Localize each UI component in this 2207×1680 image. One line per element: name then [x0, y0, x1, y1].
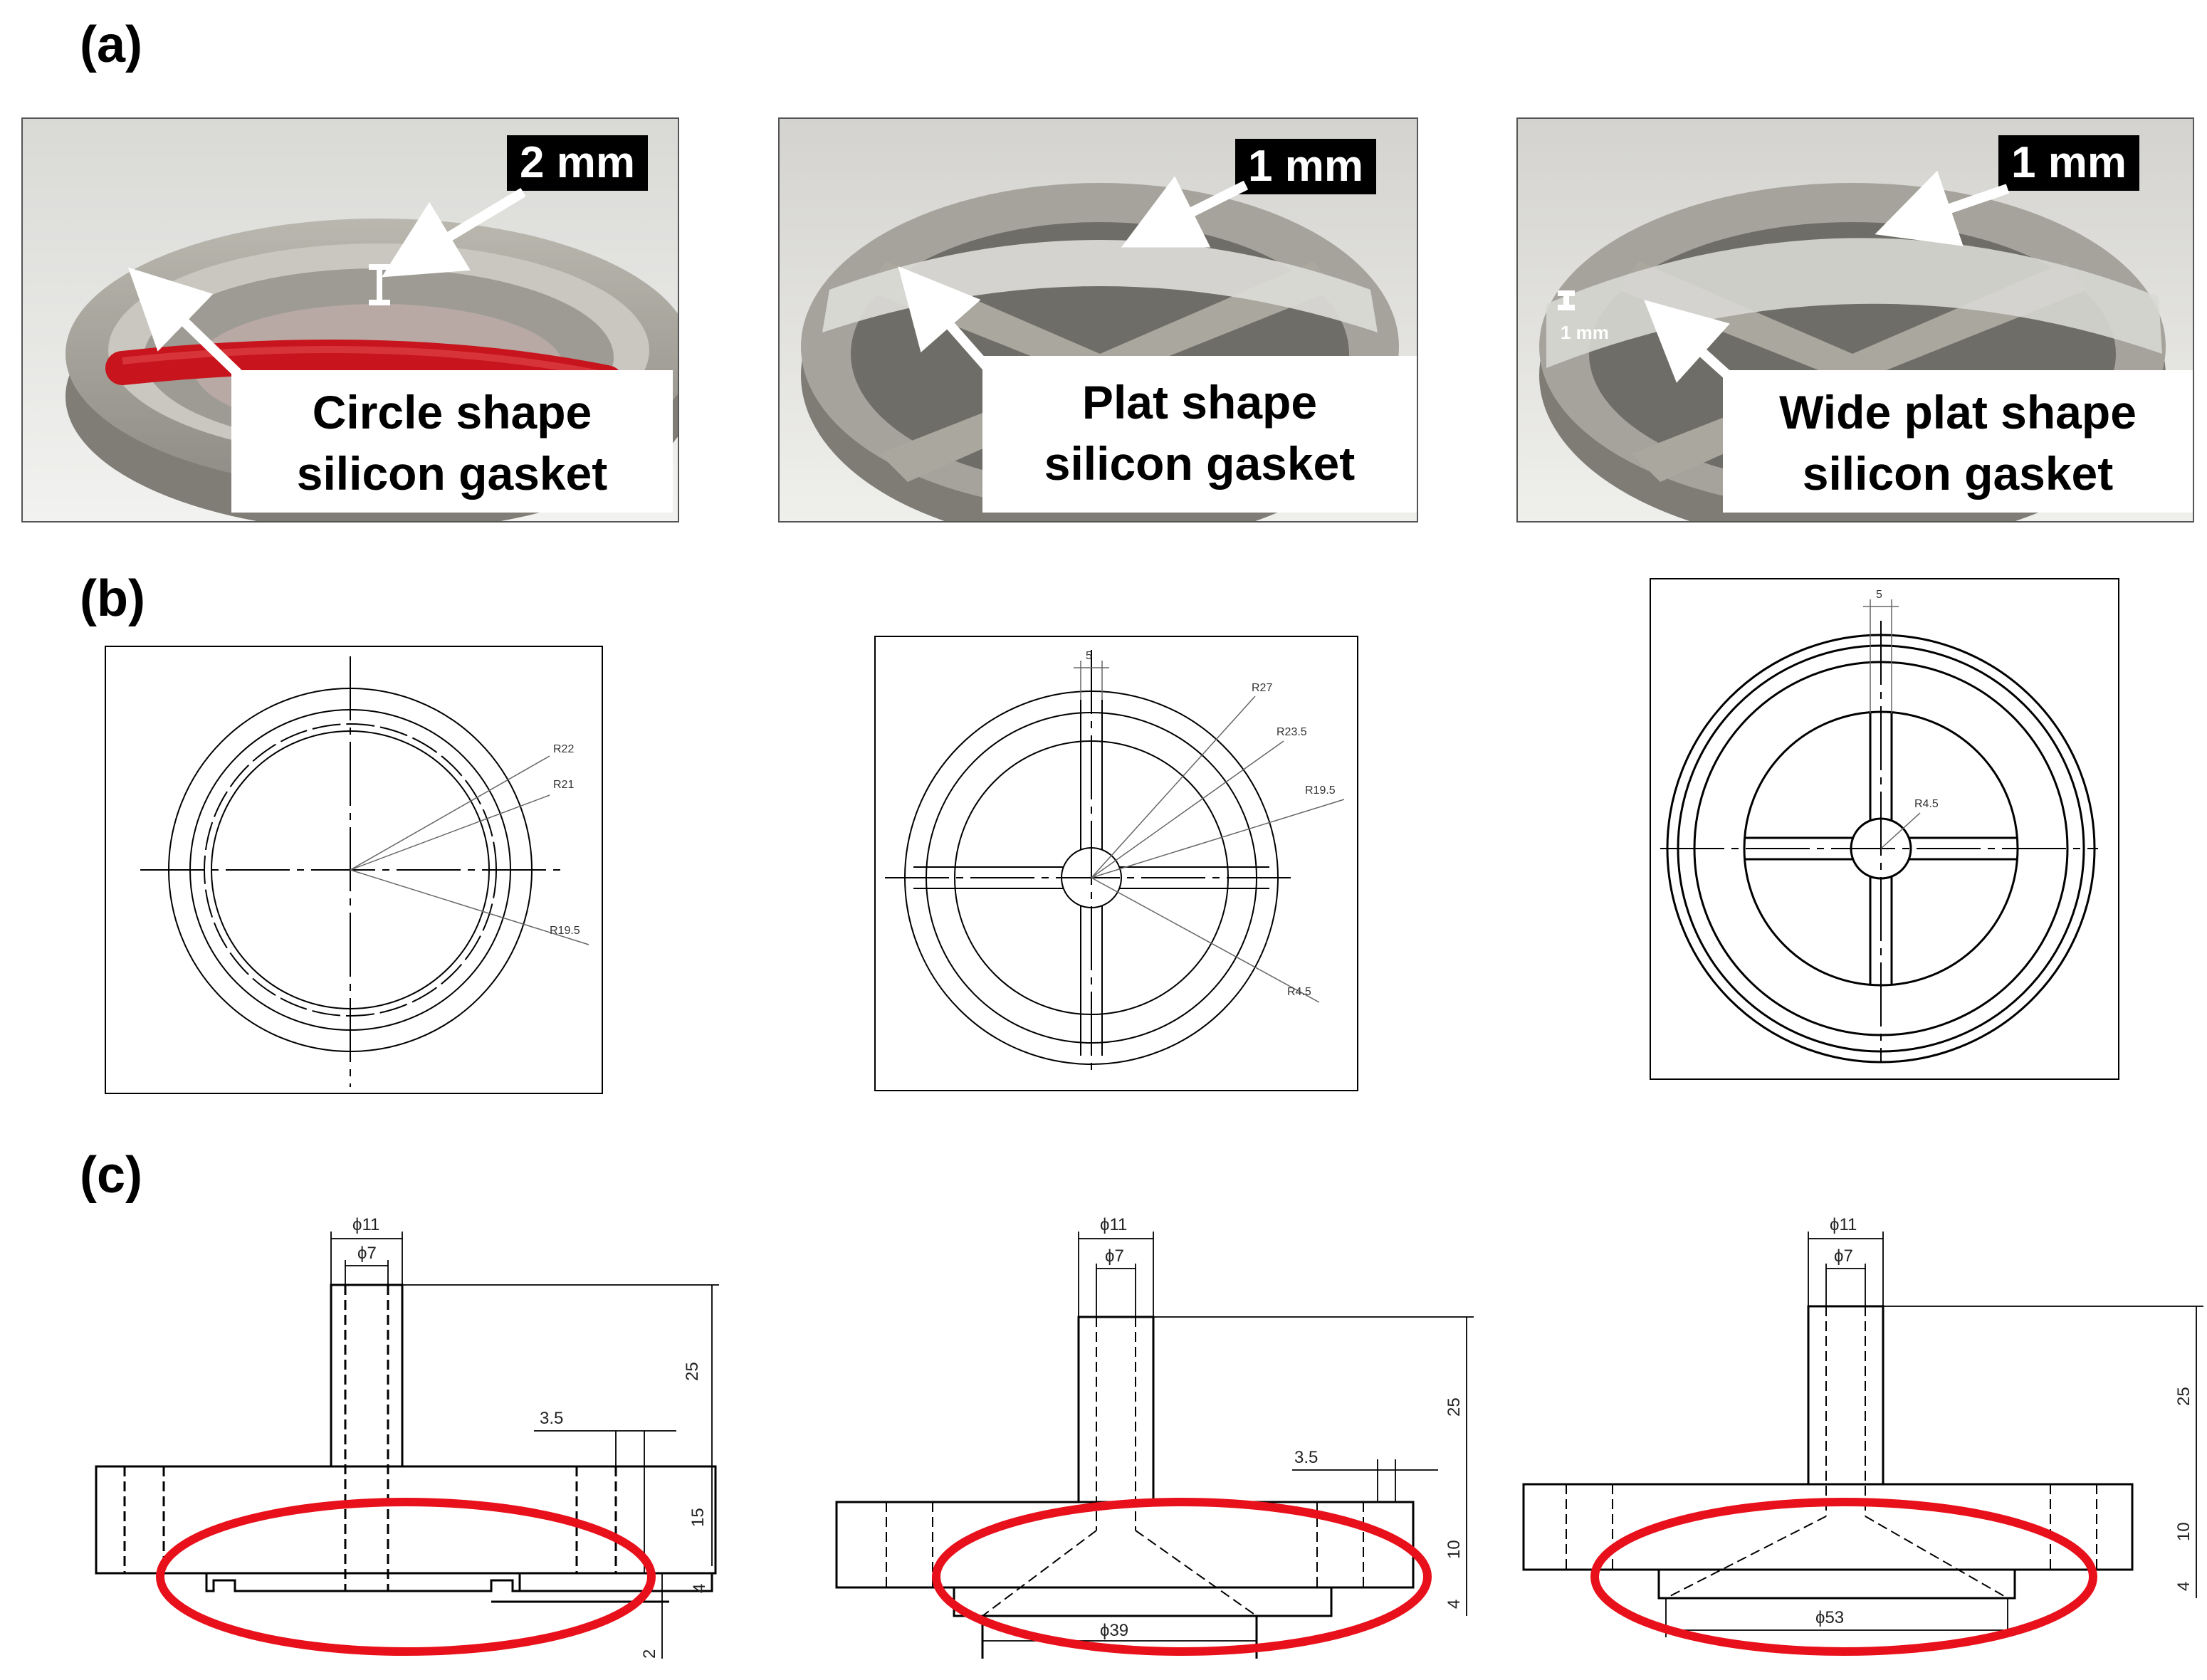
dim-4: 4	[2174, 1582, 2193, 1591]
panel-label-b: (b)	[80, 570, 145, 627]
dim-phi11: ϕ11	[352, 1215, 379, 1234]
top-view-wide-plat: 5 R4.5	[1650, 578, 2119, 1080]
caption-line2: silicon gasket	[296, 447, 608, 500]
dim-r4-5: R4.5	[1287, 986, 1311, 998]
section-wide-plat: ϕ11 ϕ7 25 10 4 ϕ53	[1522, 1215, 2203, 1656]
caption-line1: Plat shape	[1081, 376, 1318, 429]
dim-r23-5: R23.5	[1277, 726, 1307, 738]
dim-r22: R22	[553, 743, 574, 755]
dim-r19-5: R19.5	[1305, 784, 1336, 797]
dim-phi7: ϕ7	[1105, 1246, 1124, 1266]
dim-phi53: ϕ53	[1815, 1608, 1844, 1627]
thickness-tag-1mm-wide: 1 mm	[1998, 135, 2139, 191]
dim-phi7: ϕ7	[357, 1244, 377, 1263]
dim-phi39: ϕ39	[1100, 1621, 1128, 1640]
caption-line1: Wide plat shape	[1779, 386, 2137, 439]
dim-25: 25	[2174, 1387, 2193, 1406]
highlight-ellipse	[156, 1498, 656, 1656]
photo-arrows	[127, 170, 2010, 383]
caption-line2: silicon gasket	[1044, 437, 1356, 490]
dim-3-5: 3.5	[1294, 1448, 1318, 1467]
dim-r21: R21	[553, 779, 574, 791]
caption-line2: silicon gasket	[1802, 447, 2114, 500]
dim-4: 4	[690, 1584, 709, 1593]
arrow-plat-caption	[898, 266, 994, 374]
arrow-1mm-plat	[1121, 176, 1249, 248]
highlight-ellipse	[1590, 1498, 2097, 1656]
caption-circle-gasket: Circle shape silicon gasket	[231, 370, 673, 513]
top-view-circle: R22 R21 R19.5	[105, 646, 603, 1094]
dim-10: 10	[1445, 1540, 1464, 1559]
highlight-ellipse	[932, 1498, 1432, 1656]
caption-wide-plat-gasket: Wide plat shape silicon gasket	[1723, 370, 2193, 513]
dim-5: 5	[1086, 650, 1092, 662]
thickness-tag-1mm-plat: 1 mm	[1235, 139, 1376, 194]
dim-3-5: 3.5	[540, 1409, 563, 1428]
dim-15: 15	[688, 1508, 708, 1527]
arrow-2mm	[381, 187, 526, 278]
section-circle: ϕ11 ϕ7 25 3.5 15 4 2	[95, 1215, 719, 1659]
dim-4: 4	[1445, 1600, 1464, 1609]
dim-r19-5: R19.5	[550, 925, 580, 937]
dim-r27: R27	[1252, 682, 1272, 694]
dim-25: 25	[1445, 1397, 1464, 1417]
dim-2: 2	[640, 1649, 659, 1659]
arrow-wide-caption	[1644, 300, 1734, 383]
top-view-plat: 5 R27 R23.5 R19.5 R4.5	[874, 636, 1358, 1091]
arrow-1mm-wide	[1875, 170, 2010, 246]
arrow-circle-caption	[127, 267, 246, 382]
section-plat: ϕ11 ϕ7 25 3.5 10 4 ϕ39	[835, 1215, 1474, 1659]
thickness-tag-2mm: 2 mm	[507, 135, 648, 191]
panel-label-c: (c)	[80, 1147, 142, 1204]
panel-label-a: (a)	[80, 16, 142, 73]
dim-phi7: ϕ7	[1834, 1246, 1853, 1266]
small-thickness-label: 1 mm	[1561, 322, 1609, 343]
caption-plat-gasket: Plat shape silicon gasket	[982, 356, 1417, 513]
dim-25: 25	[683, 1362, 702, 1381]
dim-phi11: ϕ11	[1830, 1215, 1857, 1234]
caption-line1: Circle shape	[312, 386, 592, 439]
dim-5: 5	[1876, 589, 1882, 601]
dim-10: 10	[2174, 1522, 2193, 1541]
dim-r4-5: R4.5	[1914, 798, 1939, 810]
dim-phi11: ϕ11	[1100, 1215, 1127, 1234]
